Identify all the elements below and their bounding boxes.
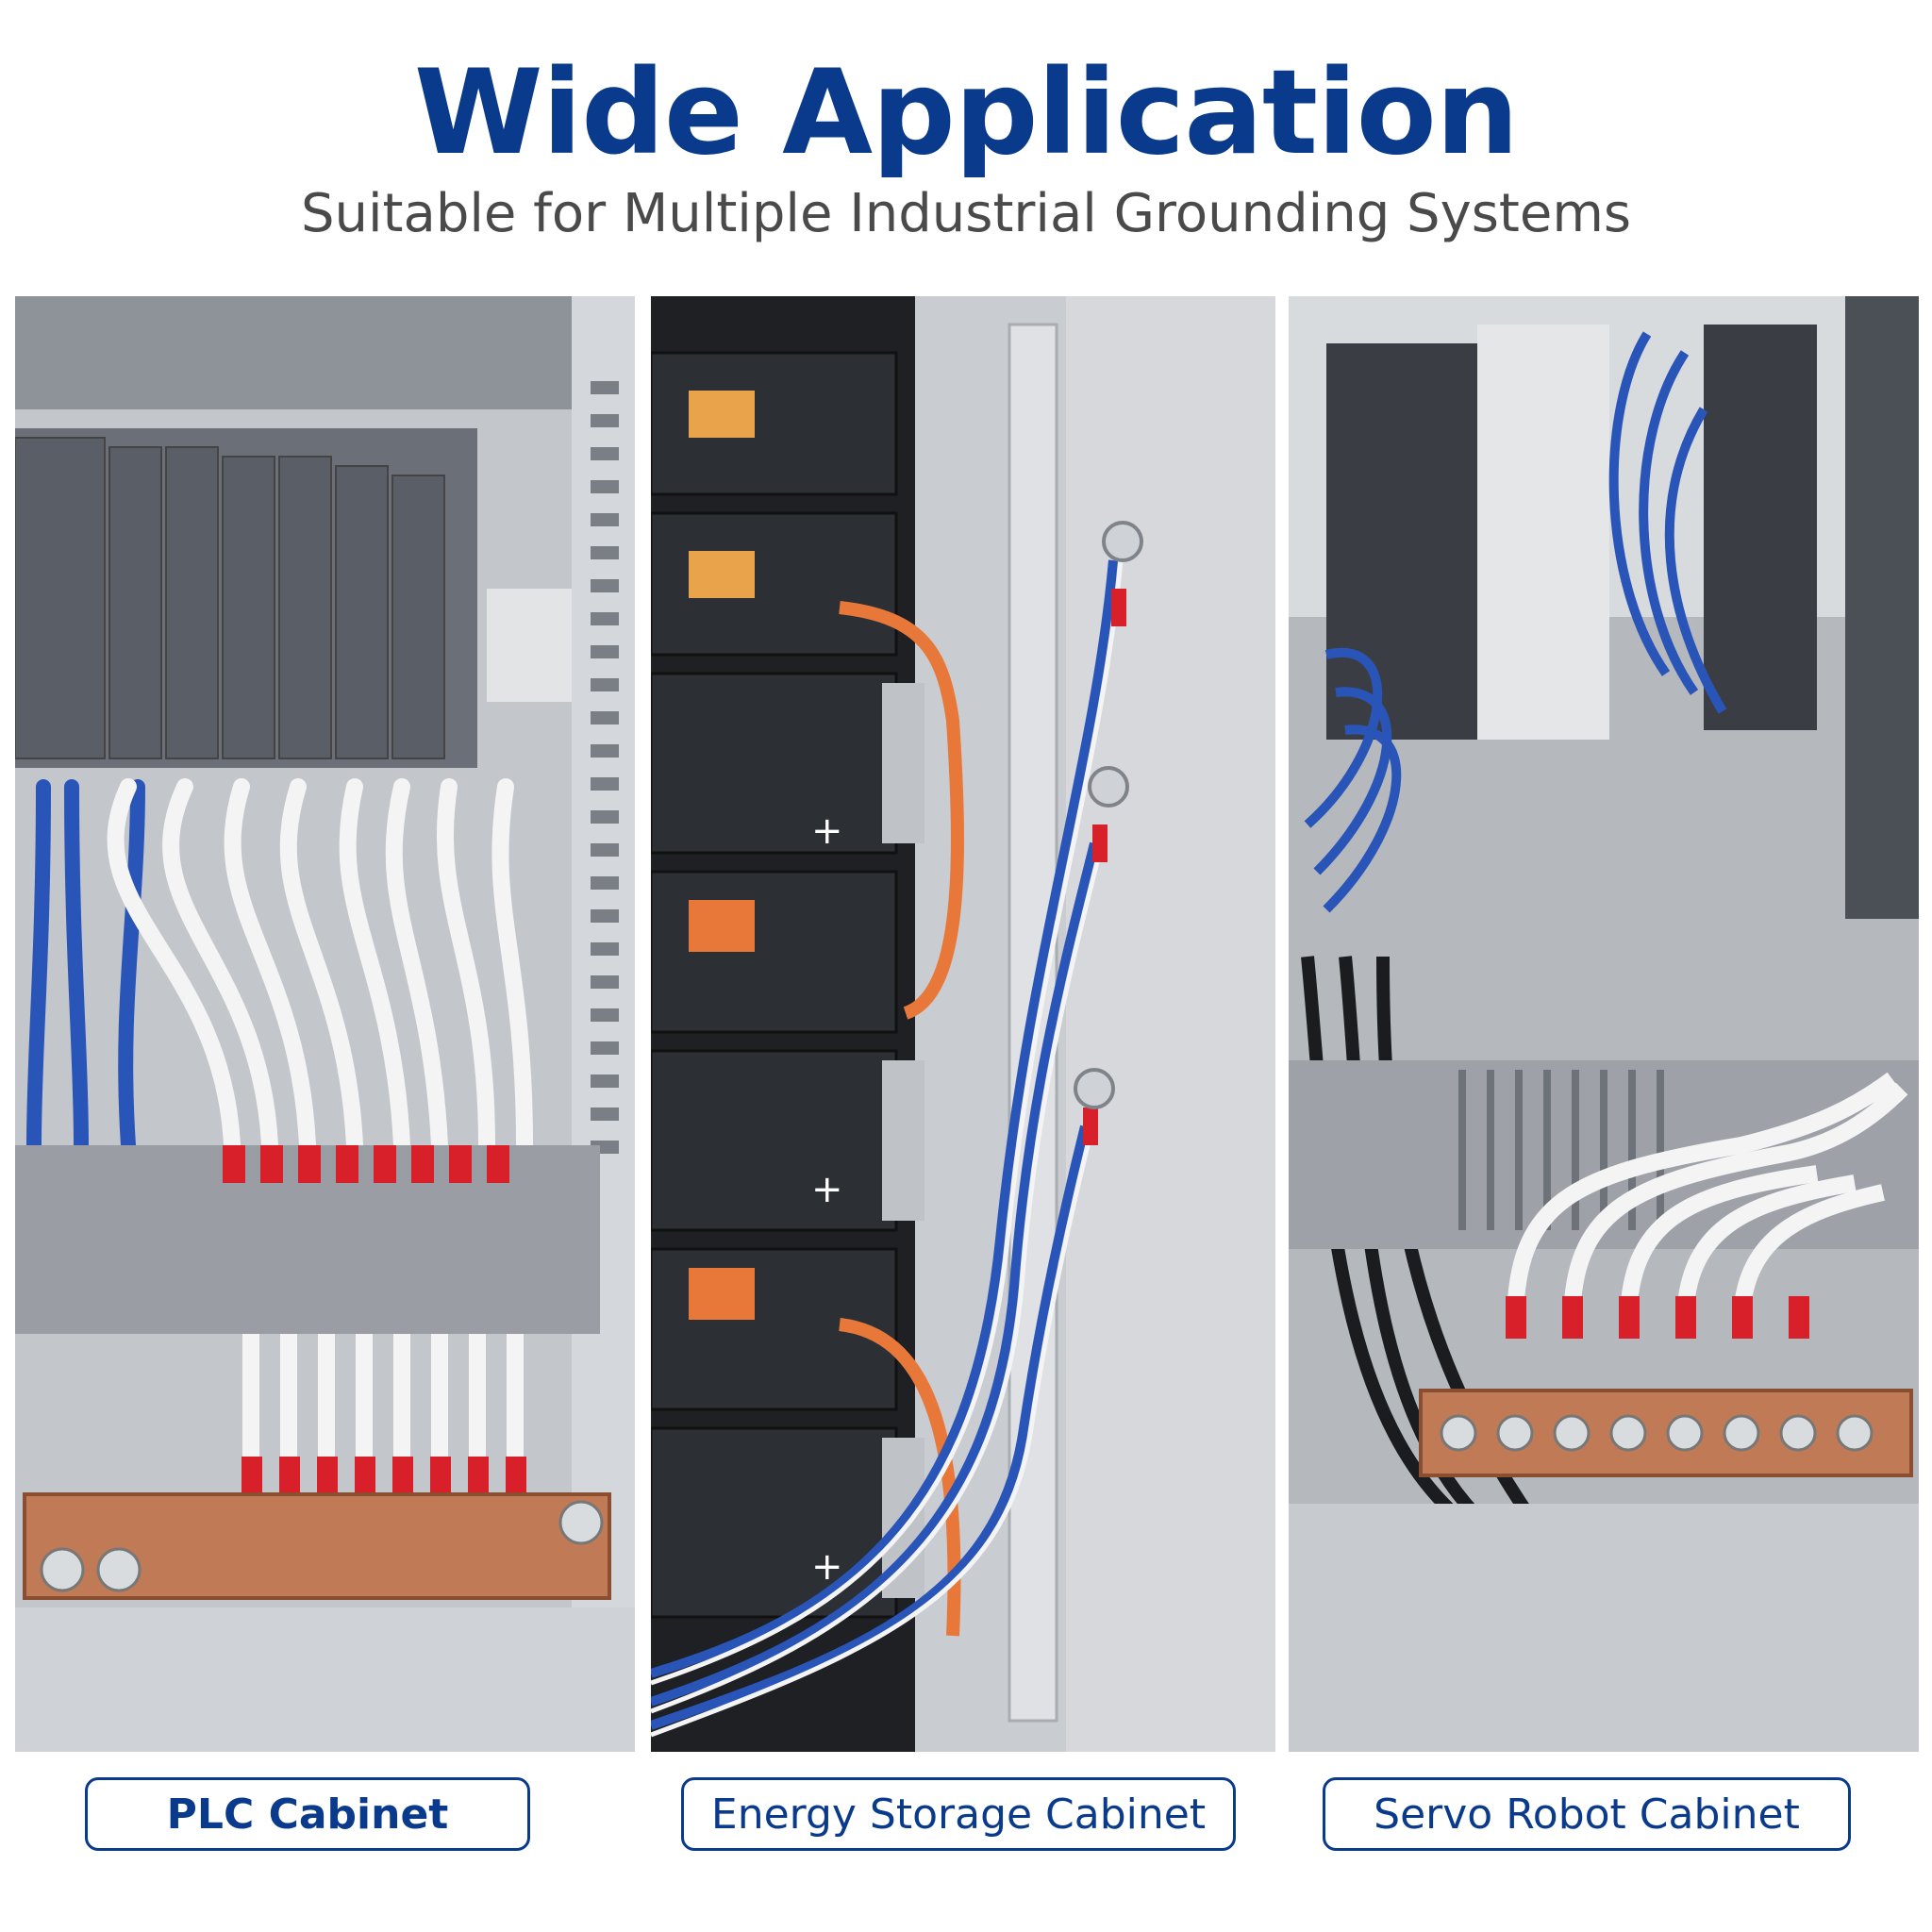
svg-text:+: +	[811, 809, 843, 853]
page-title: Wide Application	[413, 45, 1519, 181]
energy-storage-cabinet-photo: +++	[651, 296, 1275, 1752]
energy-storage-cabinet-label: Energy Storage Cabinet	[681, 1777, 1236, 1851]
plc-cabinet-label: PLC Cabinet	[85, 1777, 530, 1851]
page-subtitle: Suitable for Multiple Industrial Groundi…	[300, 183, 1632, 244]
servo-robot-cabinet-label: Servo Robot Cabinet	[1323, 1777, 1851, 1851]
servo-robot-cabinet-photo	[1289, 296, 1919, 1752]
plc-cabinet-photo	[15, 296, 635, 1752]
svg-text:+: +	[811, 1168, 843, 1211]
